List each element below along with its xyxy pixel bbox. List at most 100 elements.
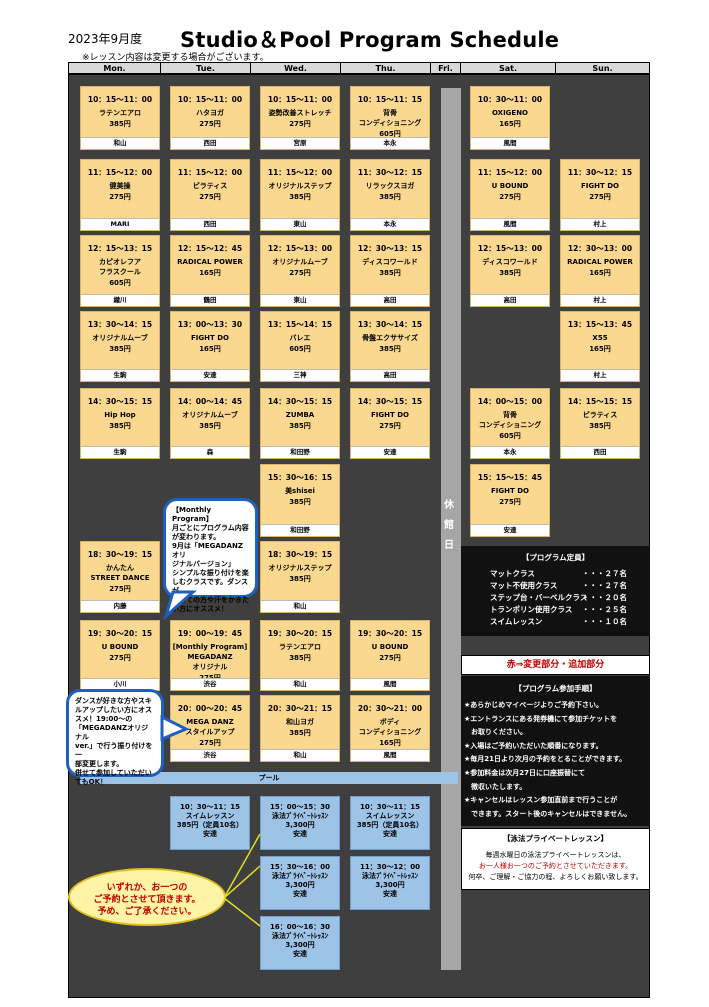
program-name-line: コンディショニング <box>478 421 542 429</box>
note-line: ダンスが好きな方やスキ <box>75 697 152 705</box>
program-name-line: [Monthly Program] <box>172 643 248 651</box>
program-price: 385円 <box>289 729 311 737</box>
pool-lesson-line: 15：30～16：00 <box>270 863 330 871</box>
procedure-panel: 【プログラム参加手順】 <box>461 676 650 826</box>
note-line: 月ごとにプログラム内容 <box>172 524 249 532</box>
pool-lesson-line: 安達 <box>383 890 397 898</box>
program-instructor: 和田野 <box>261 446 339 458</box>
program-card[interactable]: 11：15～12：00 オリジナルステップ 385円東山 <box>260 159 340 231</box>
program-name-line: 美shisei <box>285 487 315 495</box>
program-name-line: フラスクール <box>99 268 141 276</box>
program-name: Hip Hop <box>81 410 159 420</box>
program-instructor: 本永 <box>351 137 429 149</box>
program-instructor: 本永 <box>351 218 429 230</box>
program-time: 14：00～15：00 <box>477 397 543 406</box>
pool-lesson-line: 安達 <box>203 830 217 838</box>
program-name: FIGHT DO <box>171 333 249 343</box>
program-name-line: RADICAL POWER <box>567 258 633 266</box>
program-time: 11：30～12：15 <box>357 168 423 177</box>
program-price: 165円 <box>589 345 611 353</box>
program-instructor: 安達 <box>351 446 429 458</box>
program-time: 12：30～13：00 <box>567 244 633 253</box>
program-name-line: ピラティス <box>582 411 618 419</box>
program-instructor: 風間 <box>351 678 429 690</box>
capacity-label: スイムレッスン <box>490 617 543 626</box>
note-line: 【Monthly Program】 <box>172 506 213 523</box>
capacity-value: ・・・１０名 <box>582 617 627 626</box>
program-price: 165円 <box>199 345 221 353</box>
program-time: 20：30～21：00 <box>357 704 423 713</box>
program-instructor: MARI <box>81 218 159 230</box>
closed-char: 休 <box>444 500 454 511</box>
program-price: 275円 <box>199 193 221 201</box>
procedure-item: ★入場はご予約いただいた順番になります。 <box>464 741 603 750</box>
program-price: 385円 <box>379 193 401 201</box>
closed-day-bar: 休 館 日 <box>441 88 461 970</box>
program-instructor: 生駒 <box>81 446 159 458</box>
note-line: い方にオススメ！ <box>172 605 228 613</box>
program-time: 11：15～12：00 <box>267 168 333 177</box>
note-line: スメ！19:00～の <box>75 715 133 723</box>
program-time: 14：15～15：15 <box>567 397 633 406</box>
program-name-line: ラテンエアロ <box>279 643 321 651</box>
program-instructor: 村上 <box>561 294 639 306</box>
program-time: 15：15～15：45 <box>477 473 543 482</box>
capacity-label: トランポリン使用クラス <box>490 605 573 614</box>
capacity-value: ・・・２７名 <box>582 569 627 578</box>
program-instructor: 東山 <box>261 218 339 230</box>
program-instructor: 風間 <box>471 218 549 230</box>
program-name-line: オリジナルステップ <box>268 182 332 190</box>
program-name: ZUMBA <box>261 410 339 420</box>
program-price: 385円 <box>289 193 311 201</box>
program-price: 165円 <box>379 739 401 747</box>
program-name: ボディコンディショニング <box>351 717 429 737</box>
pool-lesson-line: 安達 <box>383 830 397 838</box>
capacity-panel: 【プログラム定員】 <box>461 546 650 636</box>
procedure-item: ★キャンセルはレッスン参加直前まで行うことが <box>464 796 618 805</box>
program-price: 275円 <box>289 269 311 277</box>
